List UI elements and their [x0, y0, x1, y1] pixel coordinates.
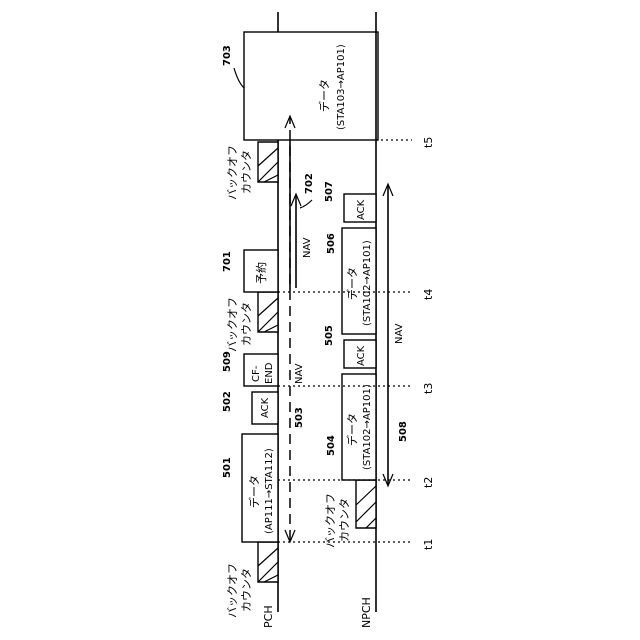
frame-505-id: 505 [324, 325, 335, 346]
frame-701: 701 予約 [222, 250, 278, 292]
nav-702-id: 702 [304, 173, 315, 194]
frame-509: 509 CF- END [222, 351, 278, 386]
nav-508-id: 508 [398, 421, 409, 442]
frame-504-line1: データ [345, 413, 359, 446]
t3-label: t3 [422, 383, 435, 394]
frame-701-text: 予約 [254, 262, 268, 284]
backoff-label-1a: バックオフ [226, 563, 239, 618]
nav-508-text: NAV [394, 323, 405, 344]
frame-506-line1: データ [345, 267, 359, 300]
frame-507-id: 507 [324, 181, 335, 202]
t5-label: t5 [422, 137, 435, 148]
frame-504: 504 データ (STA102→AP101) [326, 374, 376, 480]
frame-507: 507 ACK [324, 181, 376, 222]
backoff-label-2a: バックオフ [226, 297, 239, 352]
backoff-label-4a: バックオフ [324, 493, 337, 548]
frame-502-text: ACK [260, 397, 271, 418]
backoff-label-2b: カウンタ [240, 302, 253, 346]
nav-702: 702 NAV [291, 173, 315, 288]
t4-label: t4 [422, 289, 435, 300]
nav-702-text: NAV [302, 237, 313, 258]
backoff-label-1b: カウンタ [240, 568, 253, 612]
frame-502: 502 ACK [222, 391, 278, 424]
frame-703-line1: データ [317, 79, 331, 112]
frame-506-id: 506 [326, 233, 337, 254]
backoff-label-4b: カウンタ [338, 498, 351, 542]
nav-503: 503 NAV [285, 116, 305, 542]
frame-701-id: 701 [222, 251, 233, 272]
frame-509-line2: END [264, 362, 275, 384]
backoff-label-3b: カウンタ [240, 150, 253, 194]
npch-label: NPCH [360, 597, 373, 628]
frame-504-id: 504 [326, 435, 337, 456]
frame-504-line2: (STA102→AP101) [362, 384, 373, 470]
frame-506: 506 データ (STA102→AP101) [326, 228, 376, 334]
nav-503-text: NAV [294, 363, 305, 384]
frame-501-line2: (AP111→STA112) [264, 448, 275, 534]
t2-label: t2 [422, 477, 435, 488]
pch-label: PCH [262, 605, 275, 628]
frame-507-text: ACK [356, 199, 367, 220]
frame-703-id: 703 [222, 45, 233, 66]
frame-509-id: 509 [222, 351, 233, 372]
frame-501-line1: データ [247, 475, 261, 508]
pch-backoff-2: バックオフ カウンタ [226, 292, 278, 352]
nav-503-id: 503 [294, 407, 305, 428]
frame-502-id: 502 [222, 391, 233, 412]
nav-508: 508 NAV [383, 184, 409, 486]
frame-501-id: 501 [222, 457, 233, 478]
frame-703-line2: (STA103→AP101) [336, 44, 347, 130]
npch-backoff: バックオフ カウンタ [324, 480, 376, 548]
frame-509-line1: CF- [251, 365, 262, 382]
frame-506-line2: (STA102→AP101) [362, 240, 373, 326]
backoff-label-3a: バックオフ [226, 145, 239, 200]
pch-backoff-3: バックオフ カウンタ [226, 142, 278, 200]
frame-703: 703 データ (STA103→AP101) [222, 32, 378, 140]
frame-505-text: ACK [356, 345, 367, 366]
t1-label: t1 [422, 539, 435, 550]
frame-501: 501 データ (AP111→STA112) [222, 434, 278, 542]
